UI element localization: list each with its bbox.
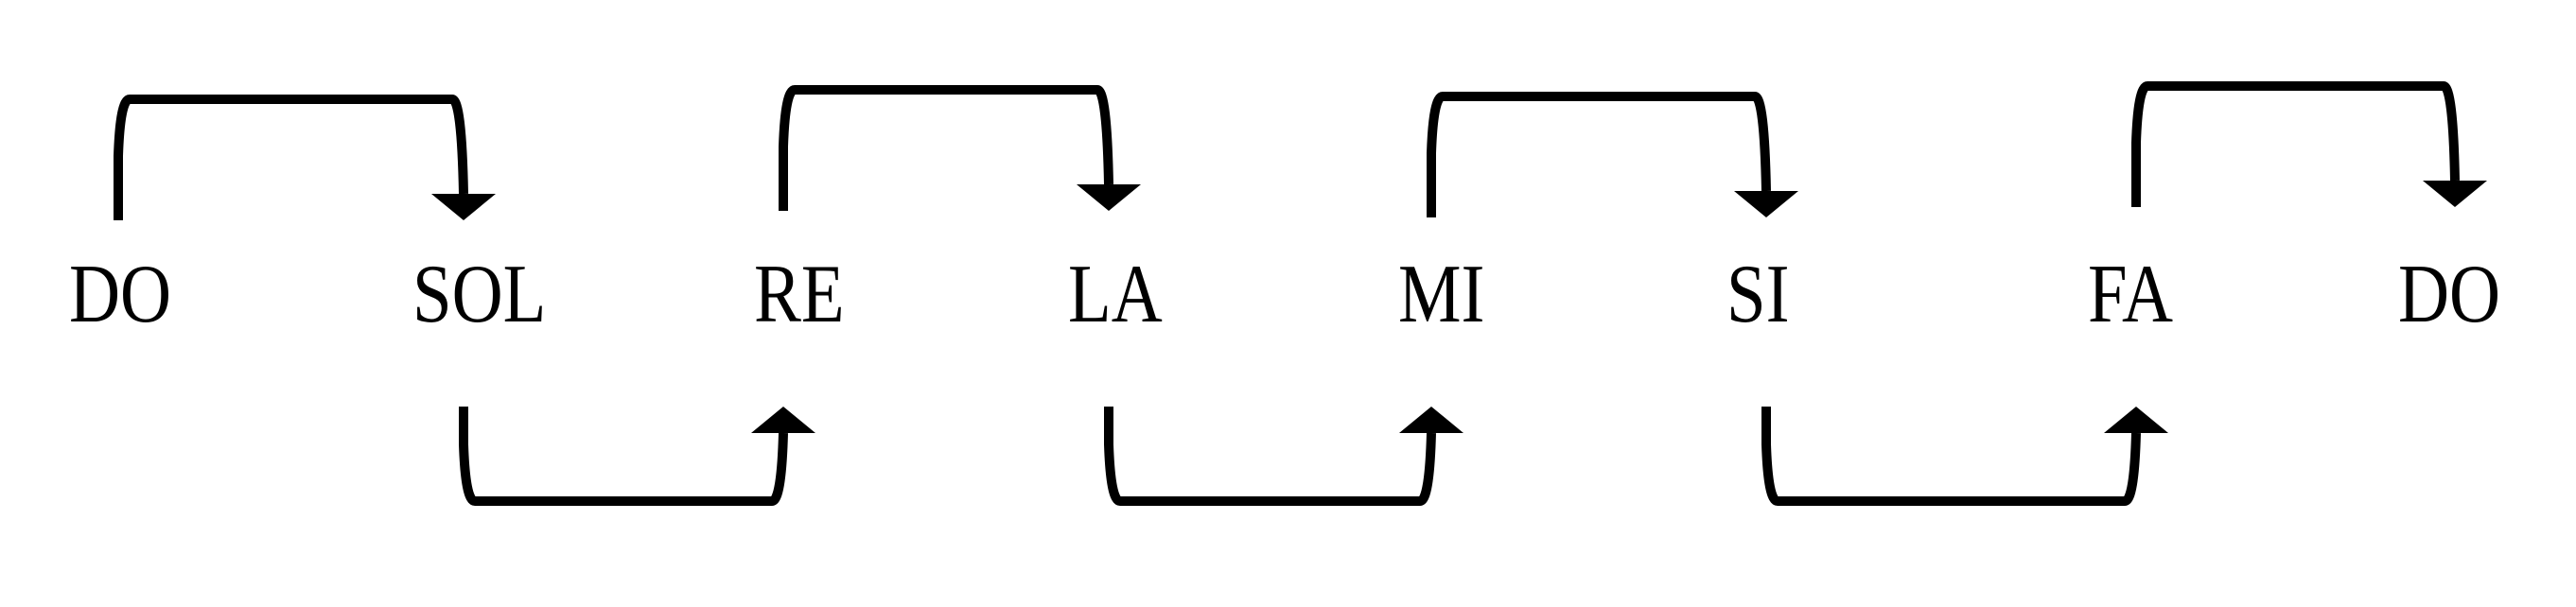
arrow-line (779, 85, 1113, 211)
arrow-top (114, 95, 496, 220)
arrow-top (779, 85, 1141, 211)
arrow-bottom (459, 407, 815, 506)
arrow-bottom (1761, 407, 2168, 506)
arrowhead-icon (1077, 184, 1141, 211)
note-label: MI (1398, 249, 1485, 340)
arrowhead-icon (1734, 191, 1798, 217)
arrowhead-icon (2104, 407, 2168, 433)
note-label: DO (2398, 249, 2501, 340)
note-label: RE (754, 249, 845, 340)
arrowhead-icon (2423, 181, 2487, 207)
arrow-line (459, 407, 788, 506)
note-label: LA (1068, 249, 1163, 340)
arrow-line (114, 95, 468, 220)
note-label: SOL (412, 249, 547, 340)
arrow-top (1427, 92, 1798, 217)
arrow-line (1104, 407, 1436, 506)
arrow-line (1427, 92, 1771, 217)
arrowhead-icon (1399, 407, 1463, 433)
note-label: DO (69, 249, 172, 340)
arrow-top (2131, 81, 2487, 207)
arrow-line (2131, 81, 2460, 207)
arrow-line (1761, 407, 2141, 506)
arrow-bottom (1104, 407, 1463, 506)
note-label: SI (1726, 249, 1790, 340)
arrowhead-icon (431, 194, 496, 220)
arrowhead-icon (751, 407, 815, 433)
note-label: FA (2088, 249, 2174, 340)
